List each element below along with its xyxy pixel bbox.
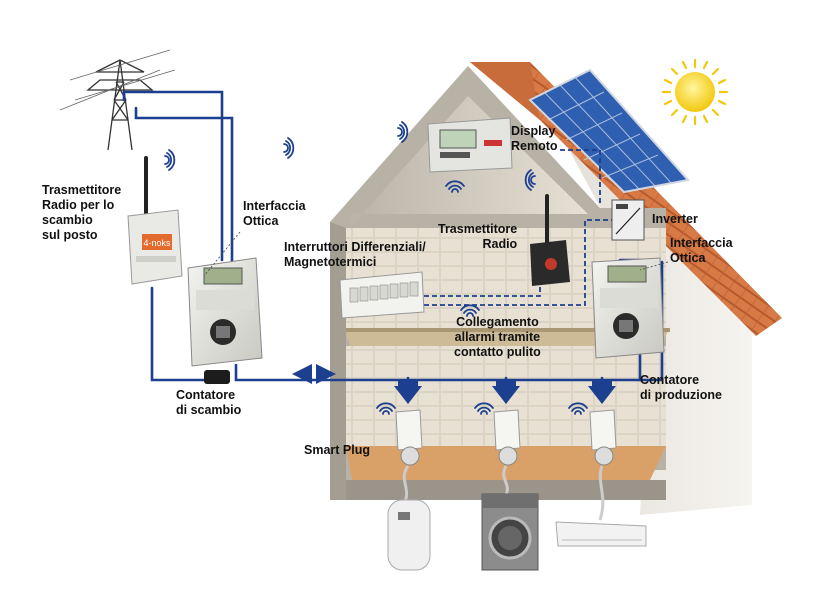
inverter [611, 199, 645, 241]
leader-lines [203, 231, 669, 277]
wifi-signal-icon [164, 121, 588, 415]
label-interfaccia-ottica-right: Interfaccia Ottica [670, 236, 733, 265]
flow-arrows [292, 364, 616, 404]
smart-plugs [395, 409, 617, 521]
radio-transmitter-center [530, 194, 570, 286]
breaker-panel [339, 271, 425, 319]
washing-machine-icon [481, 493, 539, 571]
meter-exchange [187, 257, 263, 384]
label-interfaccia-ottica-left: Interfaccia Ottica [243, 199, 306, 228]
label-contatore-scambio: Contatore di scambio [176, 388, 242, 417]
label-smart-plug: Smart Plug [304, 443, 370, 457]
water-heater-icon [387, 499, 431, 571]
house [330, 62, 782, 515]
power-pylon-icon [59, 49, 176, 151]
label-collegamento: Collegamento allarmi tramite contatto pu… [454, 315, 541, 359]
label-trasmettitore-radio: Trasmettitore Radio [438, 222, 518, 251]
air-conditioner-icon [555, 521, 647, 547]
label-display-remoto: Display Remoto [511, 124, 558, 153]
radio-brand-label: 4-noks [143, 238, 171, 248]
label-interruttori: Interruttori Differenziali/ Magnetotermi… [284, 240, 426, 269]
label-trasmettitore-scambio: Trasmettitore Radio per lo scambio sul p… [42, 183, 122, 242]
label-contatore-produzione: Contatore di produzione [640, 373, 722, 402]
meter-production [591, 257, 665, 359]
dashed-links [424, 149, 612, 306]
roof [470, 62, 782, 336]
smart-plug-2 [493, 409, 521, 499]
radio-transmitter-left: 4-noks [127, 156, 183, 285]
smart-plug-1 [395, 409, 423, 505]
sun-icon [661, 58, 729, 126]
solar-panel-icon [528, 68, 690, 194]
smart-plug-3 [589, 409, 617, 521]
label-inverter: Inverter [652, 212, 698, 226]
remote-display [427, 117, 513, 173]
